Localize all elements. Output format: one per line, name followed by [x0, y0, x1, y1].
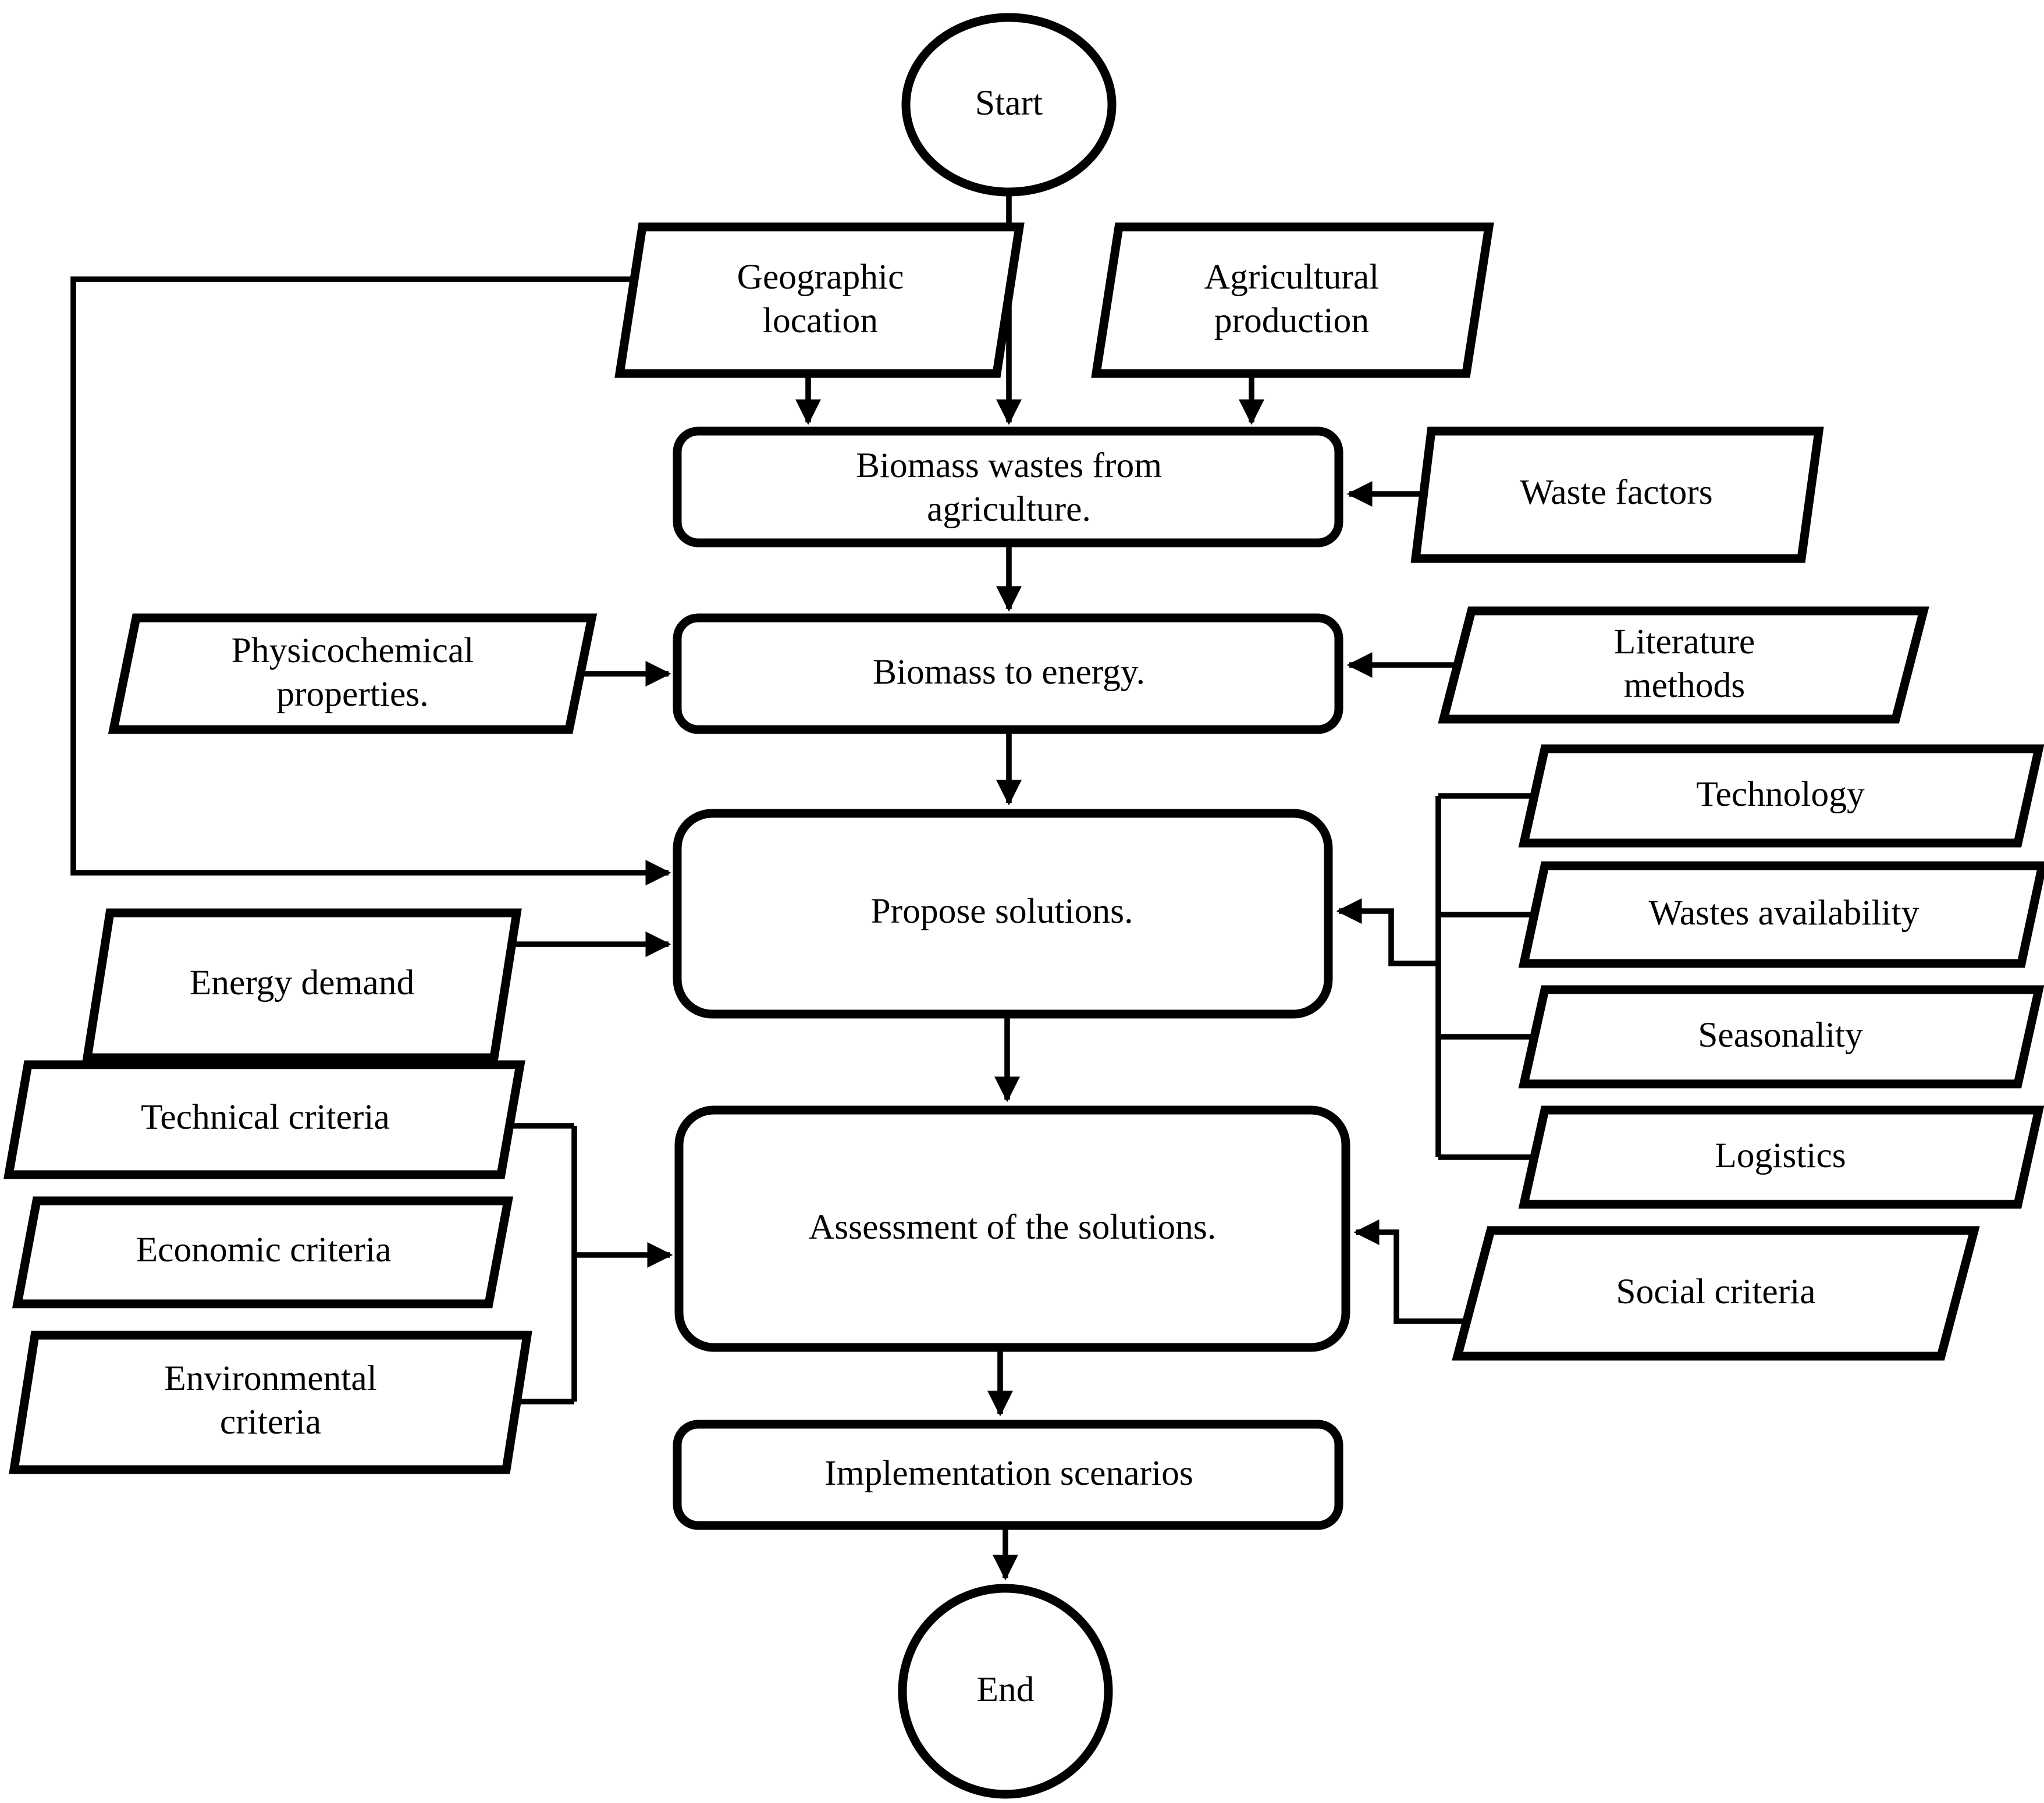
biomass-wastes-process-box: [673, 426, 1343, 547]
environmental-criteria-parallelogram: [9, 1331, 532, 1474]
technical-criteria-parallelogram: [3, 1060, 525, 1179]
start-terminator-shape: [901, 13, 1117, 197]
wastes-availability-parallelogram: [1518, 861, 2044, 968]
assessment-process-box: [674, 1105, 1350, 1352]
physicochemical-properties-parallelogram: [108, 613, 598, 734]
biomass-to-energy-process-box: [673, 613, 1343, 734]
logistics-parallelogram: [1518, 1105, 2044, 1209]
waste-factors-parallelogram: [1410, 426, 1824, 563]
edge-factors-to-propose: [1336, 898, 1438, 966]
economic-criteria-parallelogram: [12, 1196, 514, 1308]
edge-geographic-feedback-to-propose: [70, 276, 671, 886]
edge-social-to-assessment: [1353, 1219, 1468, 1324]
end-terminator-shape: [898, 1584, 1113, 1799]
implementation-scenarios-process-box: [673, 1420, 1343, 1530]
literature-methods-parallelogram: [1438, 606, 1929, 724]
propose-solutions-process-box: [673, 809, 1333, 1019]
technology-parallelogram: [1518, 744, 2044, 848]
geographic-location-parallelogram: [614, 222, 1025, 378]
energy-demand-parallelogram: [82, 908, 522, 1062]
seasonality-parallelogram: [1518, 985, 2044, 1089]
agricultural-production-parallelogram: [1091, 222, 1494, 378]
social-criteria-parallelogram: [1452, 1226, 1980, 1361]
